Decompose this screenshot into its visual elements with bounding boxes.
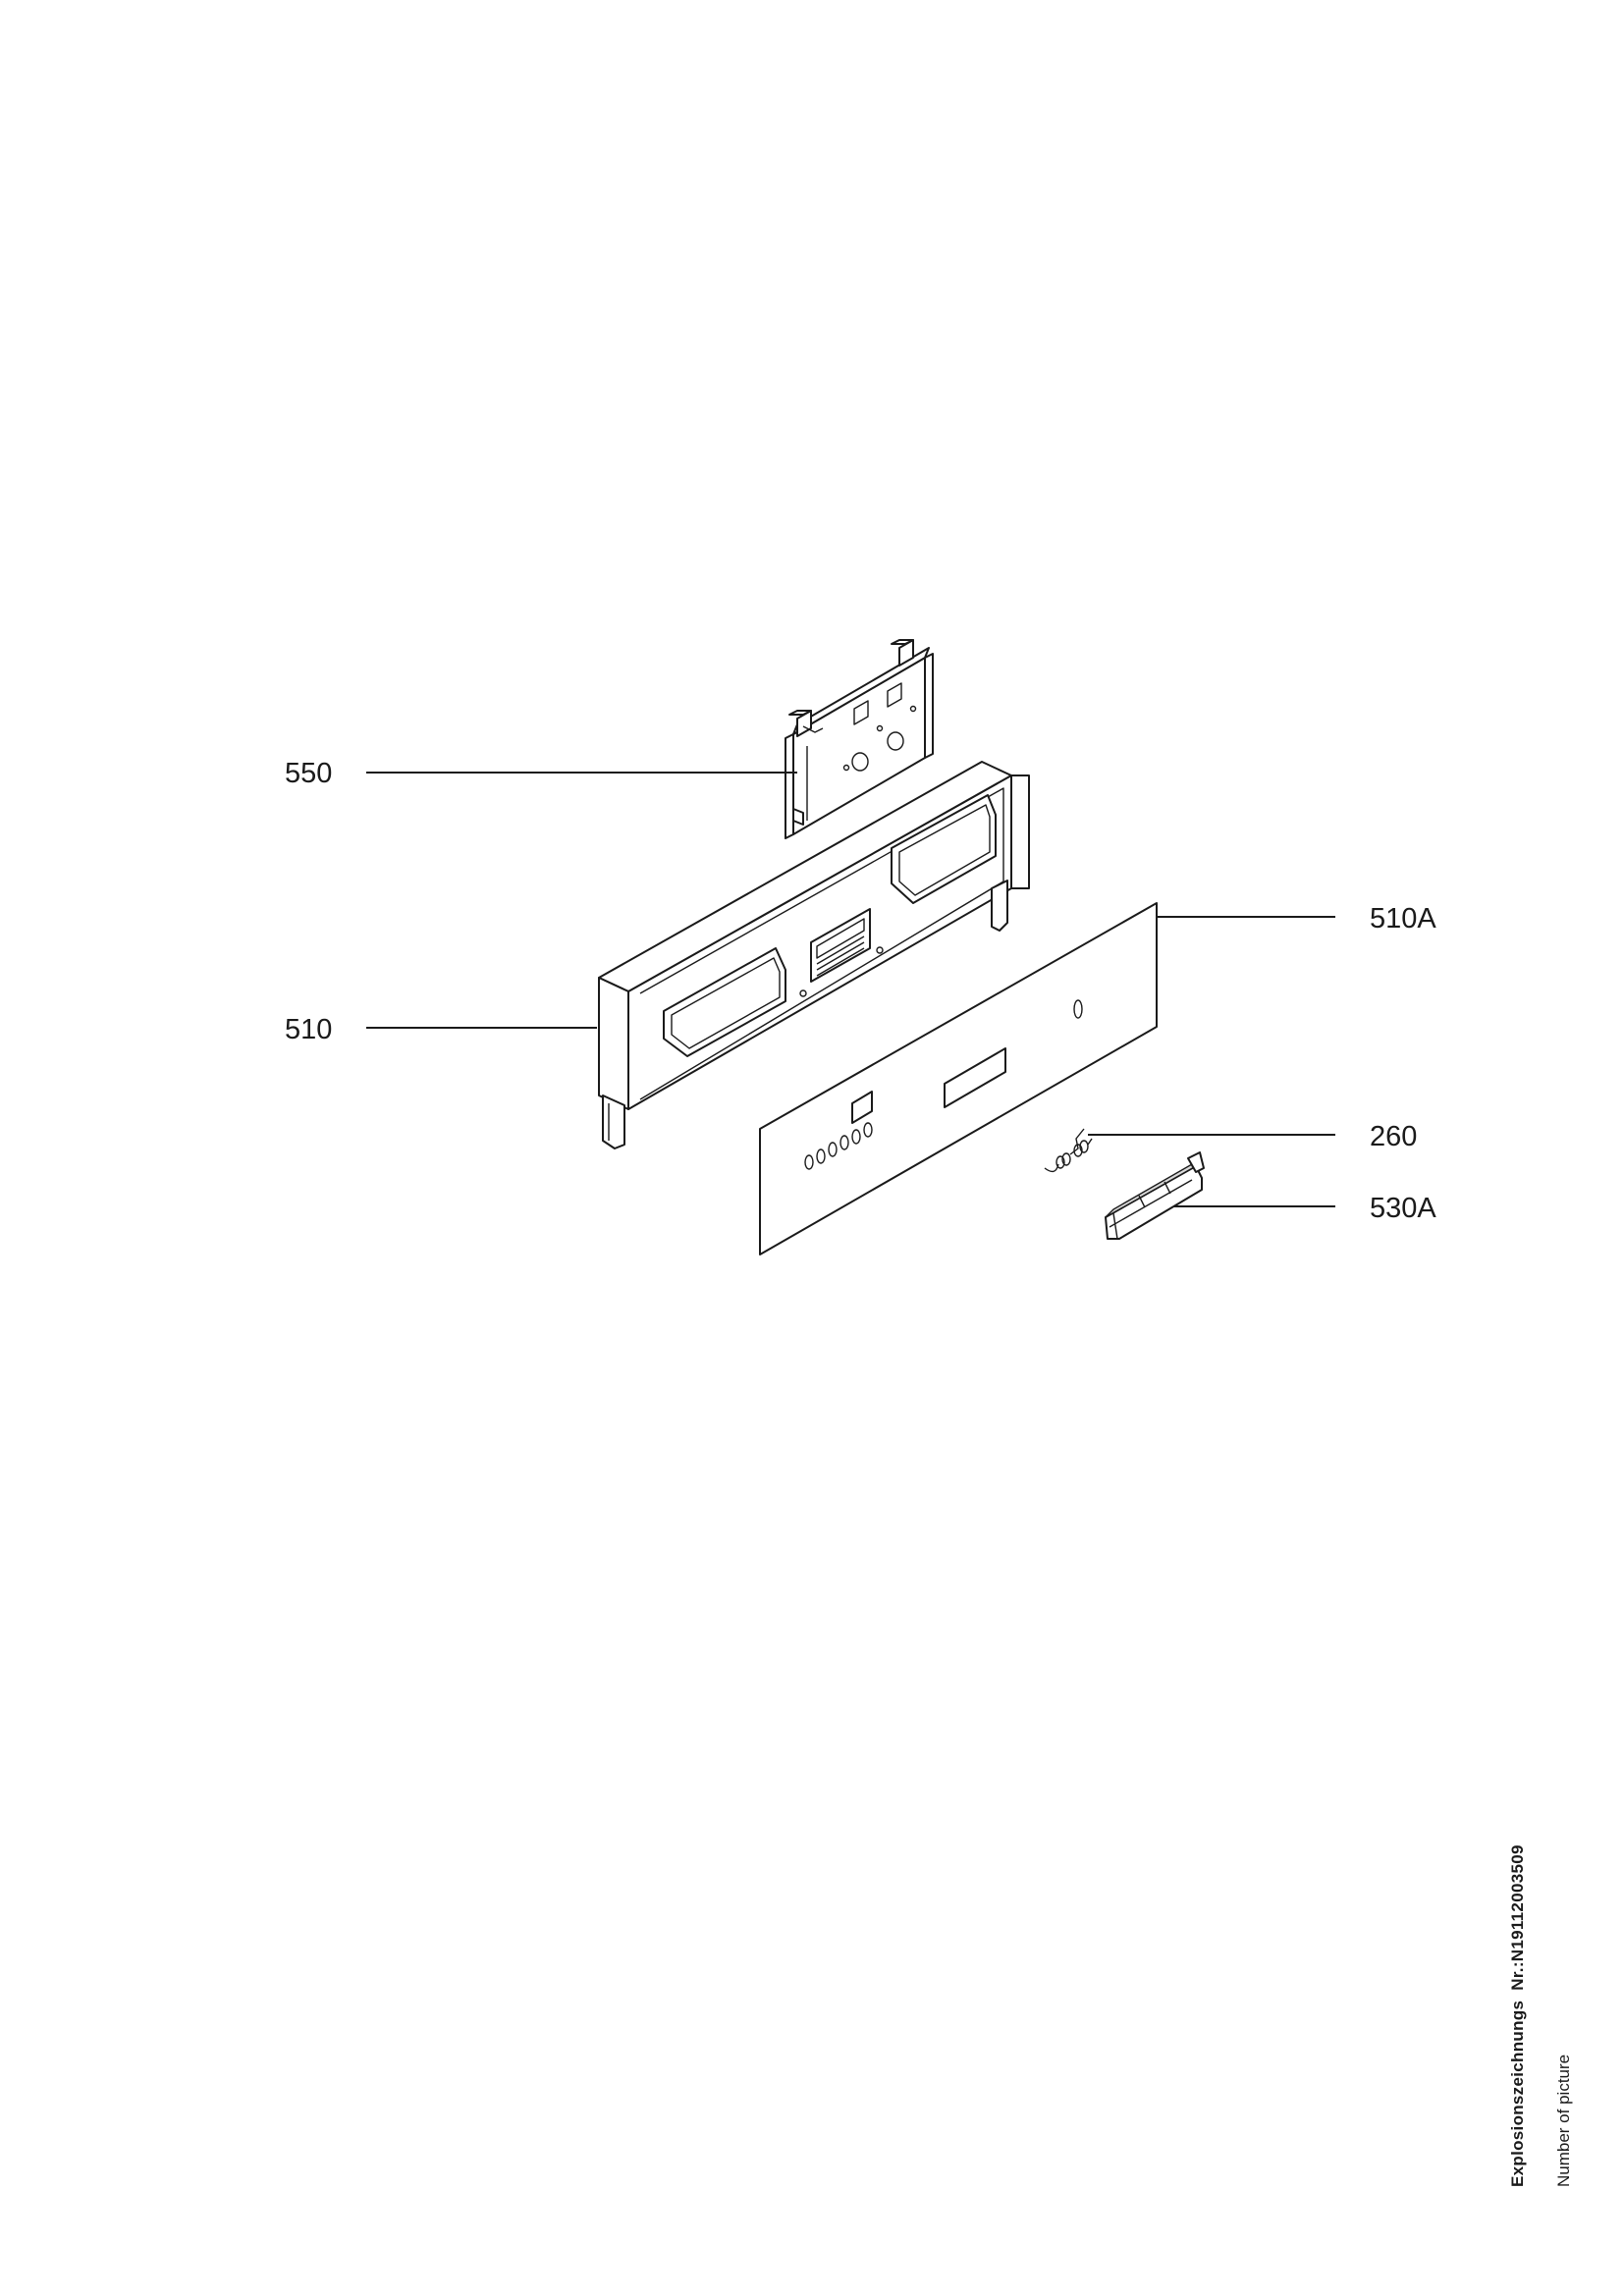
callout-label-510a: 510A [1370,903,1436,934]
part-550-bracket [785,639,934,839]
callout-label-510: 510 [285,1014,332,1045]
part-530a-handle [1105,1151,1205,1240]
drawing-number-label: Explosionszeichnungs Nr.:N19112003509 [1508,1844,1527,2187]
callout-label-260: 260 [1370,1121,1417,1152]
number-of-picture-caption: Number of picture [1554,2054,1573,2187]
part-260-spring [1044,1128,1093,1173]
part-510a-front-fascia [759,902,1158,1255]
callout-label-530a: 530A [1370,1193,1436,1224]
callout-label-550: 550 [285,758,332,789]
part-510-panel-housing [598,761,1030,1149]
